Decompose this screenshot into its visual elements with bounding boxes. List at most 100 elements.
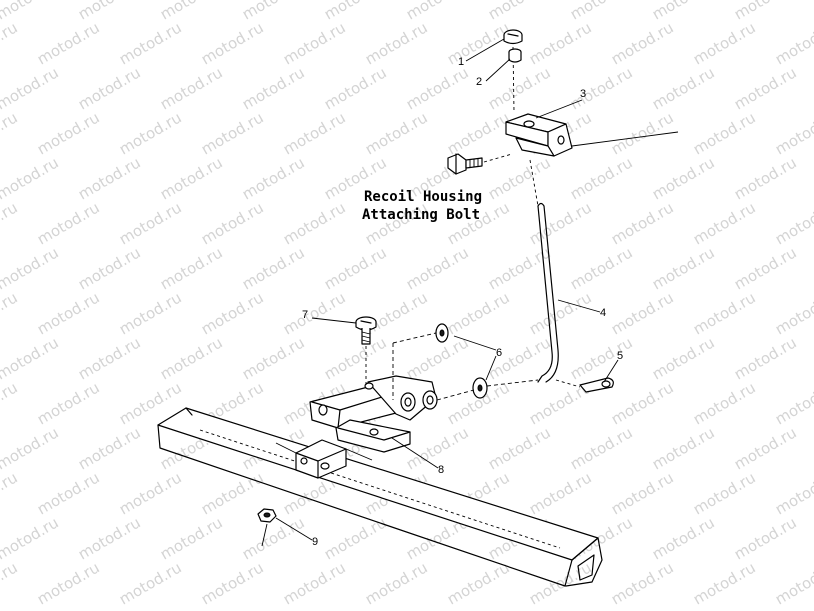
caption-line-2: Attaching Bolt [362, 207, 480, 223]
watermark-text: motod.ru [116, 288, 185, 338]
watermark-text: motod.ru [34, 468, 103, 518]
watermark-text: motod.ru [649, 513, 718, 563]
watermark-text: motod.ru [772, 18, 814, 68]
watermark-text: motod.ru [116, 18, 185, 68]
choke-bracket [309, 375, 438, 453]
watermark-text: motod.ru [116, 558, 185, 608]
watermark-text: motod.ru [403, 63, 472, 113]
watermark-text: motod.ru [280, 108, 349, 158]
watermark-text: motod.ru [0, 288, 21, 338]
watermark-text: motod.ru [34, 108, 103, 158]
watermark-text: motod.ru [0, 468, 21, 518]
watermark-text: motod.ru [731, 153, 800, 203]
watermark-text: motod.ru [34, 198, 103, 248]
watermark-text: motod.ru [567, 243, 636, 293]
watermark-text: motod.ru [0, 243, 62, 293]
watermark-text: motod.ru [444, 18, 513, 68]
recoil-housing-bolt [447, 153, 513, 175]
watermark-text: motod.ru [75, 243, 144, 293]
watermark-text: motod.ru [608, 288, 677, 338]
watermark-text: motod.ru [157, 243, 226, 293]
watermark-text: motod.ru [567, 153, 636, 203]
watermark-text: motod.ru [731, 423, 800, 473]
watermark-text: motod.ru [0, 153, 62, 203]
watermark-text: motod.ru [567, 423, 636, 473]
watermark-text: motod.ru [444, 108, 513, 158]
watermark-text: motod.ru [362, 558, 431, 608]
watermark-text: motod.ru [280, 198, 349, 248]
watermark-text: motod.ru [34, 378, 103, 428]
watermark-text: motod.ru [608, 18, 677, 68]
watermark-text: motod.ru [608, 198, 677, 248]
watermark-text: motod.ru [75, 63, 144, 113]
watermark-text: motod.ru [608, 468, 677, 518]
watermark-text: motod.ru [731, 333, 800, 383]
bottom-nut [257, 508, 277, 547]
callout-9: 9 [312, 536, 318, 548]
watermark-text: motod.ru [239, 153, 308, 203]
watermark-text: motod.ru [239, 513, 308, 563]
watermark-text: motod.ru [0, 423, 62, 473]
watermark-text: motod.ru [649, 243, 718, 293]
watermark-text: motod.ru [608, 558, 677, 608]
frame-bracket [275, 439, 373, 479]
watermark-text: motod.ru [0, 378, 21, 428]
watermark-text: motod.ru [75, 0, 144, 23]
watermark-text: motod.ru [362, 108, 431, 158]
watermark-text: motod.ru [0, 63, 62, 113]
watermark-text: motod.ru [444, 198, 513, 248]
watermark-text: motod.ru [567, 63, 636, 113]
watermark-text: motod.ru [485, 153, 554, 203]
watermark-text: motod.ru [239, 0, 308, 23]
watermark-text: motod.ru [403, 0, 472, 23]
callout-1: 1 [458, 56, 464, 68]
callout-2: 2 [476, 76, 482, 88]
callout-7: 7 [302, 309, 308, 321]
watermark-text: motod.ru [772, 108, 814, 158]
watermark-text: motod.ru [362, 18, 431, 68]
watermark-text: motod.ru [731, 243, 800, 293]
watermark-text: motod.ru [321, 63, 390, 113]
watermark-text: motod.ru [772, 378, 814, 428]
watermark-text: motod.ru [239, 243, 308, 293]
watermark-text: motod.ru [157, 153, 226, 203]
watermark-text: motod.ru [649, 333, 718, 383]
watermark-text: motod.ru [649, 0, 718, 23]
watermark-text: motod.ru [75, 333, 144, 383]
watermark-text: motod.ru [608, 378, 677, 428]
watermark-text: motod.ru [0, 18, 21, 68]
watermark-text: motod.ru [75, 423, 144, 473]
watermark-text: motod.ru [0, 198, 21, 248]
watermark-text: motod.ru [731, 0, 800, 23]
watermark-text: motod.ru [34, 558, 103, 608]
recoil-housing-caption: Recoil Housing Attaching Bolt [362, 189, 482, 223]
callout-numbers: 1 2 3 4 5 6 7 8 9 [302, 56, 623, 548]
watermark-text: motod.ru [157, 63, 226, 113]
choke-rod [529, 159, 559, 383]
watermark-text: motod.ru [198, 198, 267, 248]
watermark-text: motod.ru [239, 333, 308, 383]
watermark-text: motod.ru [485, 0, 554, 23]
watermark-text: motod.ru [485, 423, 554, 473]
watermark-text: motod.ru [526, 288, 595, 338]
frame-tube [157, 407, 603, 587]
callout-4: 4 [600, 307, 606, 319]
watermark-text: motod.ru [321, 243, 390, 293]
watermark-text: motod.ru [198, 558, 267, 608]
watermark-text: motod.ru [690, 288, 759, 338]
watermark-text: motod.ru [731, 513, 800, 563]
watermark-text: motod.ru [280, 558, 349, 608]
watermark-text: motod.ru [34, 18, 103, 68]
leader-lines [275, 38, 619, 541]
callout-3: 3 [580, 88, 586, 100]
watermark-text: motod.ru [690, 198, 759, 248]
callout-8: 8 [438, 464, 444, 476]
watermark-text: motod.ru [116, 468, 185, 518]
watermark-text: motod.ru [772, 558, 814, 608]
watermark-text: motod.ru [485, 63, 554, 113]
screw [355, 316, 377, 386]
watermark-text: motod.ru [321, 0, 390, 23]
watermark-text: motod.ru [157, 0, 226, 23]
clip [555, 377, 614, 393]
